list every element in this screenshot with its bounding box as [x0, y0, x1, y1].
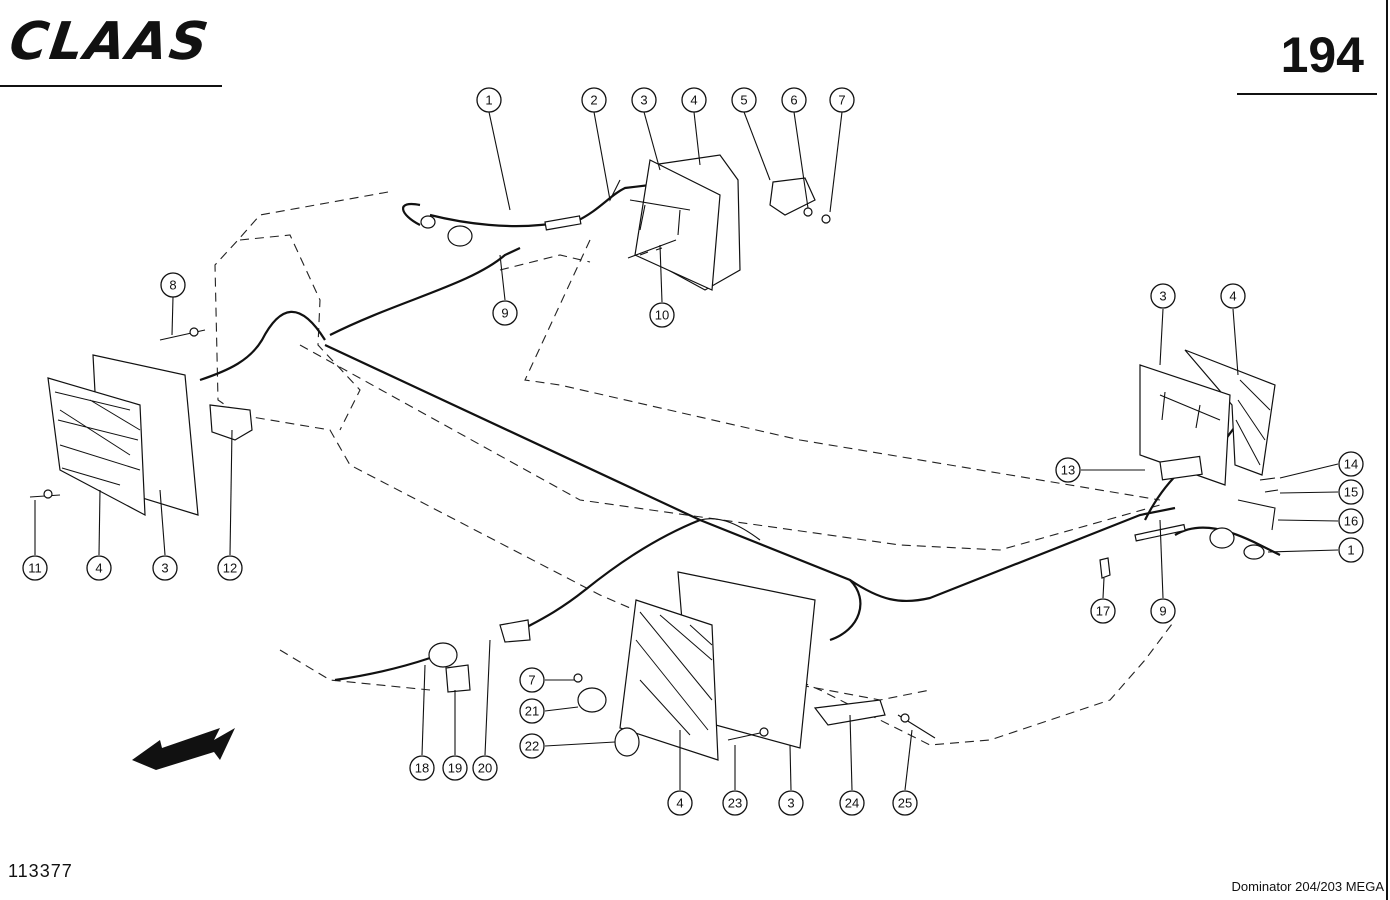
callout-9-right: 9 — [1150, 598, 1176, 624]
callout-3-right: 3 — [1150, 283, 1176, 309]
callout-label: 22 — [525, 739, 539, 754]
callout-label: 3 — [1159, 289, 1166, 304]
drawing-number: 113377 — [8, 861, 73, 881]
callout-label: 18 — [415, 761, 429, 776]
callout-label: 8 — [169, 278, 176, 293]
header-rule-left — [0, 85, 222, 87]
model-caption: Dominator 204/203 MEGA — [1231, 879, 1384, 894]
callout-3-top: 3 — [631, 87, 657, 113]
callout-1-top: 1 — [476, 87, 502, 113]
callout-23: 23 — [722, 790, 748, 816]
callout-label: 4 — [690, 93, 697, 108]
callout-label: 3 — [787, 796, 794, 811]
bottom-lamp-assembly — [428, 571, 936, 761]
callout-label: 3 — [640, 93, 647, 108]
right-border — [1386, 0, 1388, 900]
callout-label: 3 — [161, 561, 168, 576]
callout-label: 2 — [590, 93, 597, 108]
page-number: 194 — [1280, 27, 1364, 83]
callout-label: 1 — [1347, 543, 1354, 558]
callout-21: 21 — [519, 698, 545, 724]
callout-label: 4 — [1229, 289, 1236, 304]
callout-10: 10 — [649, 302, 675, 328]
callout-6: 6 — [781, 87, 807, 113]
callout-4-top: 4 — [681, 87, 707, 113]
callout-label: 25 — [898, 796, 912, 811]
callout-label: 17 — [1096, 604, 1110, 619]
left-lamp-assembly — [29, 327, 253, 517]
callout-label: 9 — [501, 306, 508, 321]
callout-20: 20 — [472, 755, 498, 781]
callout-16: 16 — [1338, 508, 1364, 534]
callout-14: 14 — [1338, 451, 1364, 477]
right-lamp-assembly — [1099, 349, 1279, 579]
callout-label: 6 — [790, 93, 797, 108]
callout-label: 12 — [223, 561, 237, 576]
callout-7-top: 7 — [829, 87, 855, 113]
header-rule-right — [1237, 93, 1377, 95]
callout-label: 20 — [478, 761, 492, 776]
leader-lines — [34, 111, 1339, 791]
callout-label: 24 — [845, 796, 859, 811]
callout-label: 23 — [728, 796, 742, 811]
callout-label: 1 — [485, 93, 492, 108]
callout-8: 8 — [160, 272, 186, 298]
callout-25: 25 — [892, 790, 918, 816]
callout-17: 17 — [1090, 598, 1116, 624]
callout-label: 16 — [1344, 514, 1358, 529]
callout-5: 5 — [731, 87, 757, 113]
callout-label: 19 — [448, 761, 462, 776]
callout-24: 24 — [839, 790, 865, 816]
travel-direction-arrow — [132, 728, 235, 770]
callout-label: 7 — [838, 93, 845, 108]
callout-label: 9 — [1159, 604, 1166, 619]
callout-label: 21 — [525, 704, 539, 719]
callout-22: 22 — [519, 733, 545, 759]
callout-1-right: 1 — [1338, 537, 1364, 563]
top-lamp-assembly — [420, 154, 831, 291]
callout-4-bottom: 4 — [667, 790, 693, 816]
callout-7-bottom: 7 — [519, 667, 545, 693]
callout-label: 5 — [740, 93, 747, 108]
callout-9-top: 9 — [492, 300, 518, 326]
callout-18: 18 — [409, 755, 435, 781]
callout-label: 11 — [28, 561, 42, 576]
callout-4-right: 4 — [1220, 283, 1246, 309]
callout-3-bottom: 3 — [778, 790, 804, 816]
callout-label: 10 — [655, 308, 669, 323]
callout-label: 4 — [95, 561, 102, 576]
callout-12: 12 — [217, 555, 243, 581]
callout-label: 7 — [528, 673, 535, 688]
callout-3-left: 3 — [152, 555, 178, 581]
callout-19: 19 — [442, 755, 468, 781]
callout-label: 14 — [1344, 457, 1358, 472]
callout-label: 4 — [676, 796, 683, 811]
callout-15: 15 — [1338, 479, 1364, 505]
callout-11: 11 — [22, 555, 48, 581]
callout-4-left: 4 — [86, 555, 112, 581]
callout-label: 15 — [1344, 485, 1358, 500]
callout-2: 2 — [581, 87, 607, 113]
callout-label: 13 — [1061, 463, 1075, 478]
callout-13: 13 — [1055, 457, 1081, 483]
